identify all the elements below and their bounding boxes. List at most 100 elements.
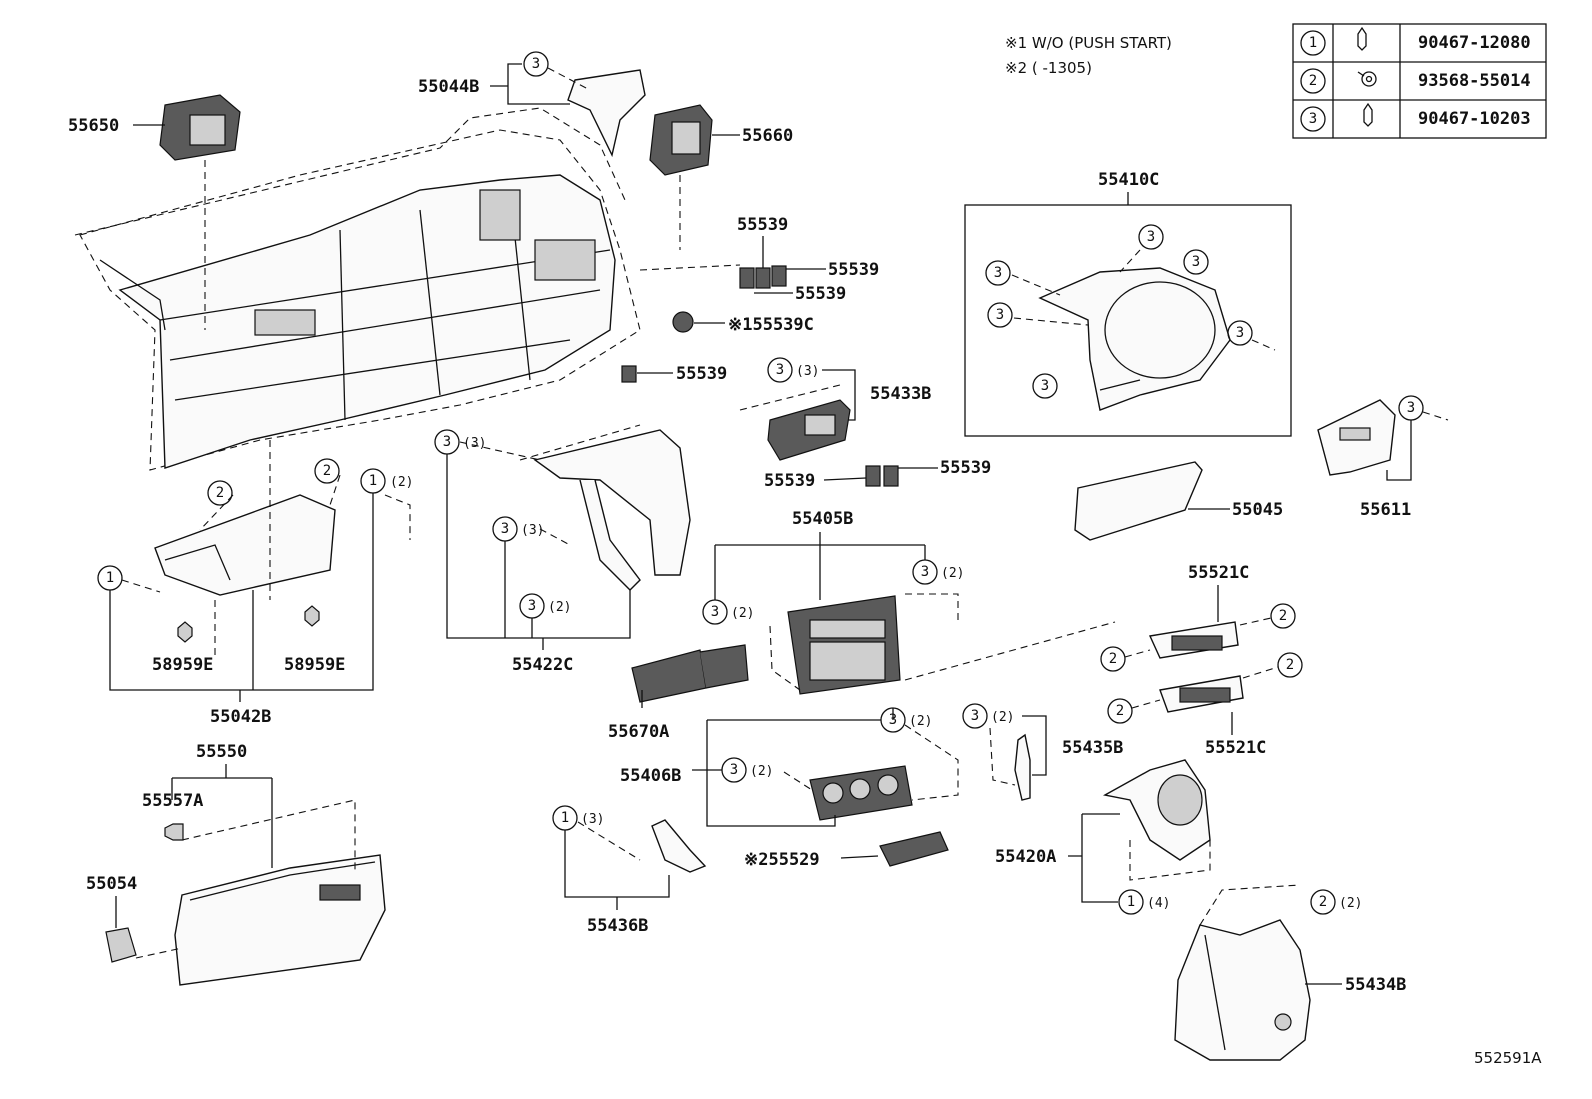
part-55539-switch-small <box>621 365 637 383</box>
part-58959E-clip <box>304 605 320 627</box>
callout-3: 3 <box>528 598 536 614</box>
label-55670A: 55670A <box>608 722 669 742</box>
part-55434B-console-box <box>1174 884 1311 1061</box>
label-55539-f: 55539 <box>940 458 991 478</box>
label-55650: 55650 <box>68 116 119 136</box>
part-55539-pair <box>865 465 899 487</box>
label-55044B: 55044B <box>418 77 479 97</box>
qty: (2) <box>991 710 1014 725</box>
callout-1: 1 <box>369 473 377 489</box>
qty: (3) <box>521 523 544 538</box>
part-55521C-switch <box>1148 621 1239 659</box>
label-55045: 55045 <box>1232 500 1283 520</box>
callout-2: 2 <box>1286 657 1294 673</box>
part-55420A-console-panel <box>1102 759 1211 881</box>
callout-3: 3 <box>996 307 1004 323</box>
screw-icon <box>1357 71 1377 87</box>
qty: (3) <box>463 436 486 451</box>
qty: (2) <box>941 566 964 581</box>
part-55539C-button <box>672 311 694 333</box>
callout-2: 2 <box>1116 703 1124 719</box>
callout-1: 1 <box>106 570 114 586</box>
label-55422C: 55422C <box>512 655 573 675</box>
label-55539-d: 55539 <box>676 364 727 384</box>
part-55521C-switch <box>1159 675 1244 713</box>
label-55529: ※255529 <box>744 850 820 870</box>
fastener-ref: 3 <box>1309 111 1317 127</box>
callout-2: 2 <box>1319 894 1327 910</box>
qty: (2) <box>909 714 932 729</box>
part-58959E-clip <box>177 600 216 660</box>
callout-3: 3 <box>994 265 1002 281</box>
part-55410C-meter-hood <box>1038 267 1231 411</box>
callout-2: 2 <box>216 485 224 501</box>
label-55611: 55611 <box>1360 500 1411 520</box>
label-55406B: 55406B <box>620 766 681 786</box>
callout-3: 3 <box>1192 254 1200 270</box>
upper-panel-outline <box>74 107 626 236</box>
part-55054-latch <box>105 927 137 963</box>
callout-3: 3 <box>1407 400 1415 416</box>
label-55521C-b: 55521C <box>1205 738 1266 758</box>
label-55521C-a: 55521C <box>1188 563 1249 583</box>
callout-3: 3 <box>971 708 979 724</box>
callout-3: 3 <box>1147 229 1155 245</box>
callout-3: 3 <box>776 362 784 378</box>
qty: (2) <box>750 764 773 779</box>
qty: (3) <box>796 364 819 379</box>
qty: (4) <box>1147 896 1170 911</box>
callout-3: 3 <box>501 521 509 537</box>
part-55670A-center-vents <box>631 644 749 708</box>
instrument-panel-reinforcement <box>79 129 641 471</box>
label-58959E-b: 58959E <box>284 655 345 675</box>
part-55611-panel <box>1317 399 1396 476</box>
label-55436B: 55436B <box>587 916 648 936</box>
label-55433B: 55433B <box>870 384 931 404</box>
part-55550-glove-box <box>174 799 386 986</box>
fastener-row: 3 90467-10203 <box>1300 102 1531 132</box>
label-58959E-a: 58959E <box>152 655 213 675</box>
part-55660-vent <box>649 104 713 250</box>
label-55539C: ※155539C <box>728 315 814 335</box>
callout-2: 2 <box>1279 608 1287 624</box>
label-55539-a: 55539 <box>737 215 788 235</box>
fastener-part-number: 93568-55014 <box>1418 71 1531 91</box>
callout-3: 3 <box>1236 325 1244 341</box>
figure-id: 552591A <box>1474 1049 1542 1067</box>
callout-3: 3 <box>711 604 719 620</box>
part-55650-vent <box>159 94 241 330</box>
part-55539-switches <box>639 264 787 289</box>
callout-3: 3 <box>730 762 738 778</box>
callout-3: 3 <box>532 56 540 72</box>
fastener-row: 2 93568-55014 <box>1300 68 1531 94</box>
label-55410C: 55410C <box>1098 170 1159 190</box>
clip-icon <box>1363 102 1373 127</box>
qty: (2) <box>1339 896 1362 911</box>
part-55436B-trim <box>651 819 707 873</box>
part-55435B-trim <box>1014 733 1031 801</box>
qty: (2) <box>548 600 571 615</box>
callout-2: 2 <box>1109 651 1117 667</box>
label-55660: 55660 <box>742 126 793 146</box>
fastener-row: 1 90467-12080 <box>1300 26 1531 56</box>
fastener-ref: 1 <box>1309 35 1317 51</box>
label-55434B: 55434B <box>1345 975 1406 995</box>
part-55405B-cluster-panel <box>787 595 901 695</box>
qty: (2) <box>390 475 413 490</box>
label-55420A: 55420A <box>995 847 1056 867</box>
label-55539-c: 55539 <box>795 284 846 304</box>
callout-1: 1 <box>561 810 569 826</box>
callout-3: 3 <box>1041 378 1049 394</box>
label-55539-e: 55539 <box>764 471 815 491</box>
callout-1: 1 <box>1127 894 1135 910</box>
label-55054: 55054 <box>86 874 137 894</box>
fastener-ref: 2 <box>1309 73 1317 89</box>
part-55044B-cover <box>567 69 646 158</box>
label-55550: 55550 <box>196 742 247 762</box>
qty: (3) <box>581 812 604 827</box>
part-55042B-lower-panel <box>154 440 336 600</box>
label-55539-b: 55539 <box>828 260 879 280</box>
label-55042B: 55042B <box>210 707 271 727</box>
group-box-55410C <box>964 204 1292 437</box>
